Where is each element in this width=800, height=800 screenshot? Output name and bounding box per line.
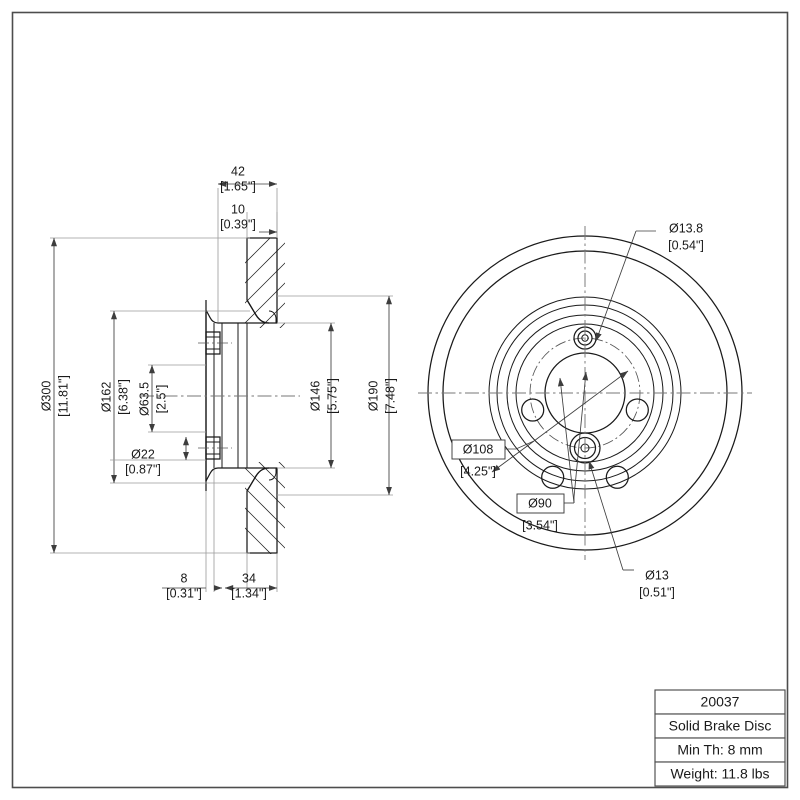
hat-profile-upper [205, 299, 270, 396]
lug-hole [541, 465, 565, 489]
dim-disc-thickness-imperial: [0.39"] [220, 217, 256, 231]
section-bolt-hole-lower [198, 436, 232, 460]
dim-outer-diameter-metric: Ø300 [39, 381, 53, 412]
dim-hub-bore-metric: Ø63.5 [137, 382, 151, 416]
dim-overall-thickness-metric: 42 [231, 164, 245, 178]
callout-bolt-circle-imperial-2: [4.25"] [460, 464, 496, 478]
dim-braking-surface: Ø190 [7.48"] [277, 295, 397, 496]
section-view [140, 237, 300, 554]
lug-hole [521, 398, 545, 422]
dim-pin-hole: Ø22 [0.87"] [110, 436, 206, 476]
dim-outer-diameter: Ø300 [11.81"] [39, 237, 250, 554]
callout-pilot-circle-imperial: [3.54"] [522, 518, 558, 532]
title-block-description: Solid Brake Disc [669, 718, 772, 734]
callout-pilot-circle: Ø90 [3.54"] [516, 371, 589, 532]
title-block-row-description [654, 713, 786, 739]
callout-locating-pin: Ø13 [0.51"] [588, 460, 675, 599]
callout-bolt-circle: Ø108 [4.25"] [451, 370, 629, 478]
dim-hat-offset-imperial: [0.31"] [166, 586, 202, 600]
callout-lug-hole-imperial: [0.54"] [668, 238, 704, 252]
dim-outer-diameter-imperial: [11.81"] [56, 375, 70, 417]
dim-ring-diameter-imperial: [6.38"] [116, 379, 130, 415]
dim-inner-face: Ø146 [5.75"] [277, 322, 339, 469]
dim-hat-depth-imperial: [1.34"] [231, 586, 267, 600]
dim-pin-hole-metric: Ø22 [131, 447, 155, 461]
dim-disc-thickness-metric: 10 [231, 202, 245, 216]
title-block: 20037 Solid Brake Disc Min Th: 8 mm Weig… [654, 689, 786, 787]
dim-overall-thickness: 42 [1.65"] [217, 164, 278, 322]
dim-hat-offset-metric: 8 [181, 571, 188, 585]
dim-ring-diameter: Ø162 [6.38"] [99, 310, 250, 484]
dim-inner-face-metric: Ø146 [308, 381, 322, 412]
dim-hat-offset: 8 [0.31"] [162, 470, 223, 600]
dim-pin-hole-imperial: [0.87"] [125, 462, 161, 476]
dim-disc-thickness: 10 [0.39"] [220, 202, 278, 238]
dim-inner-face-imperial: [5.75"] [325, 378, 339, 414]
dim-braking-surface-metric: Ø190 [366, 381, 380, 412]
title-block-weight: Weight: 11.8 lbs [670, 766, 769, 782]
callout-lug-hole-metric: Ø13.8 [669, 221, 703, 235]
callout-pilot-circle-metric: Ø90 [528, 496, 552, 510]
title-block-part-number: 20037 [701, 694, 740, 710]
section-bolt-hole-upper [198, 331, 232, 355]
callout-locating-pin-metric: Ø13 [645, 568, 669, 582]
callout-lug-hole: Ø13.8 [0.54"] [595, 221, 704, 342]
callout-bolt-circle-metric: Ø108 [463, 442, 494, 456]
hat-profile-lower [205, 396, 270, 492]
dim-hat-depth-metric: 34 [242, 571, 256, 585]
callout-locating-pin-imperial: [0.51"] [639, 585, 675, 599]
lug-hole [625, 398, 649, 422]
title-block-row-part-number [654, 689, 786, 715]
dim-hub-bore: Ø63.5 [2.5"] [137, 364, 206, 433]
face-view [418, 226, 752, 560]
dim-braking-surface-imperial: [7.48"] [383, 378, 397, 414]
dim-ring-diameter-metric: Ø162 [99, 382, 113, 413]
lug-hole [605, 465, 629, 489]
title-block-min-thickness: Min Th: 8 mm [677, 742, 762, 758]
title-block-row-weight [654, 761, 786, 787]
dim-hub-bore-imperial: [2.5"] [154, 385, 168, 414]
drawing-frame [11, 11, 789, 789]
dim-overall-thickness-imperial: [1.65"] [220, 179, 256, 193]
dim-hat-depth: 34 [1.34"] [224, 554, 278, 600]
